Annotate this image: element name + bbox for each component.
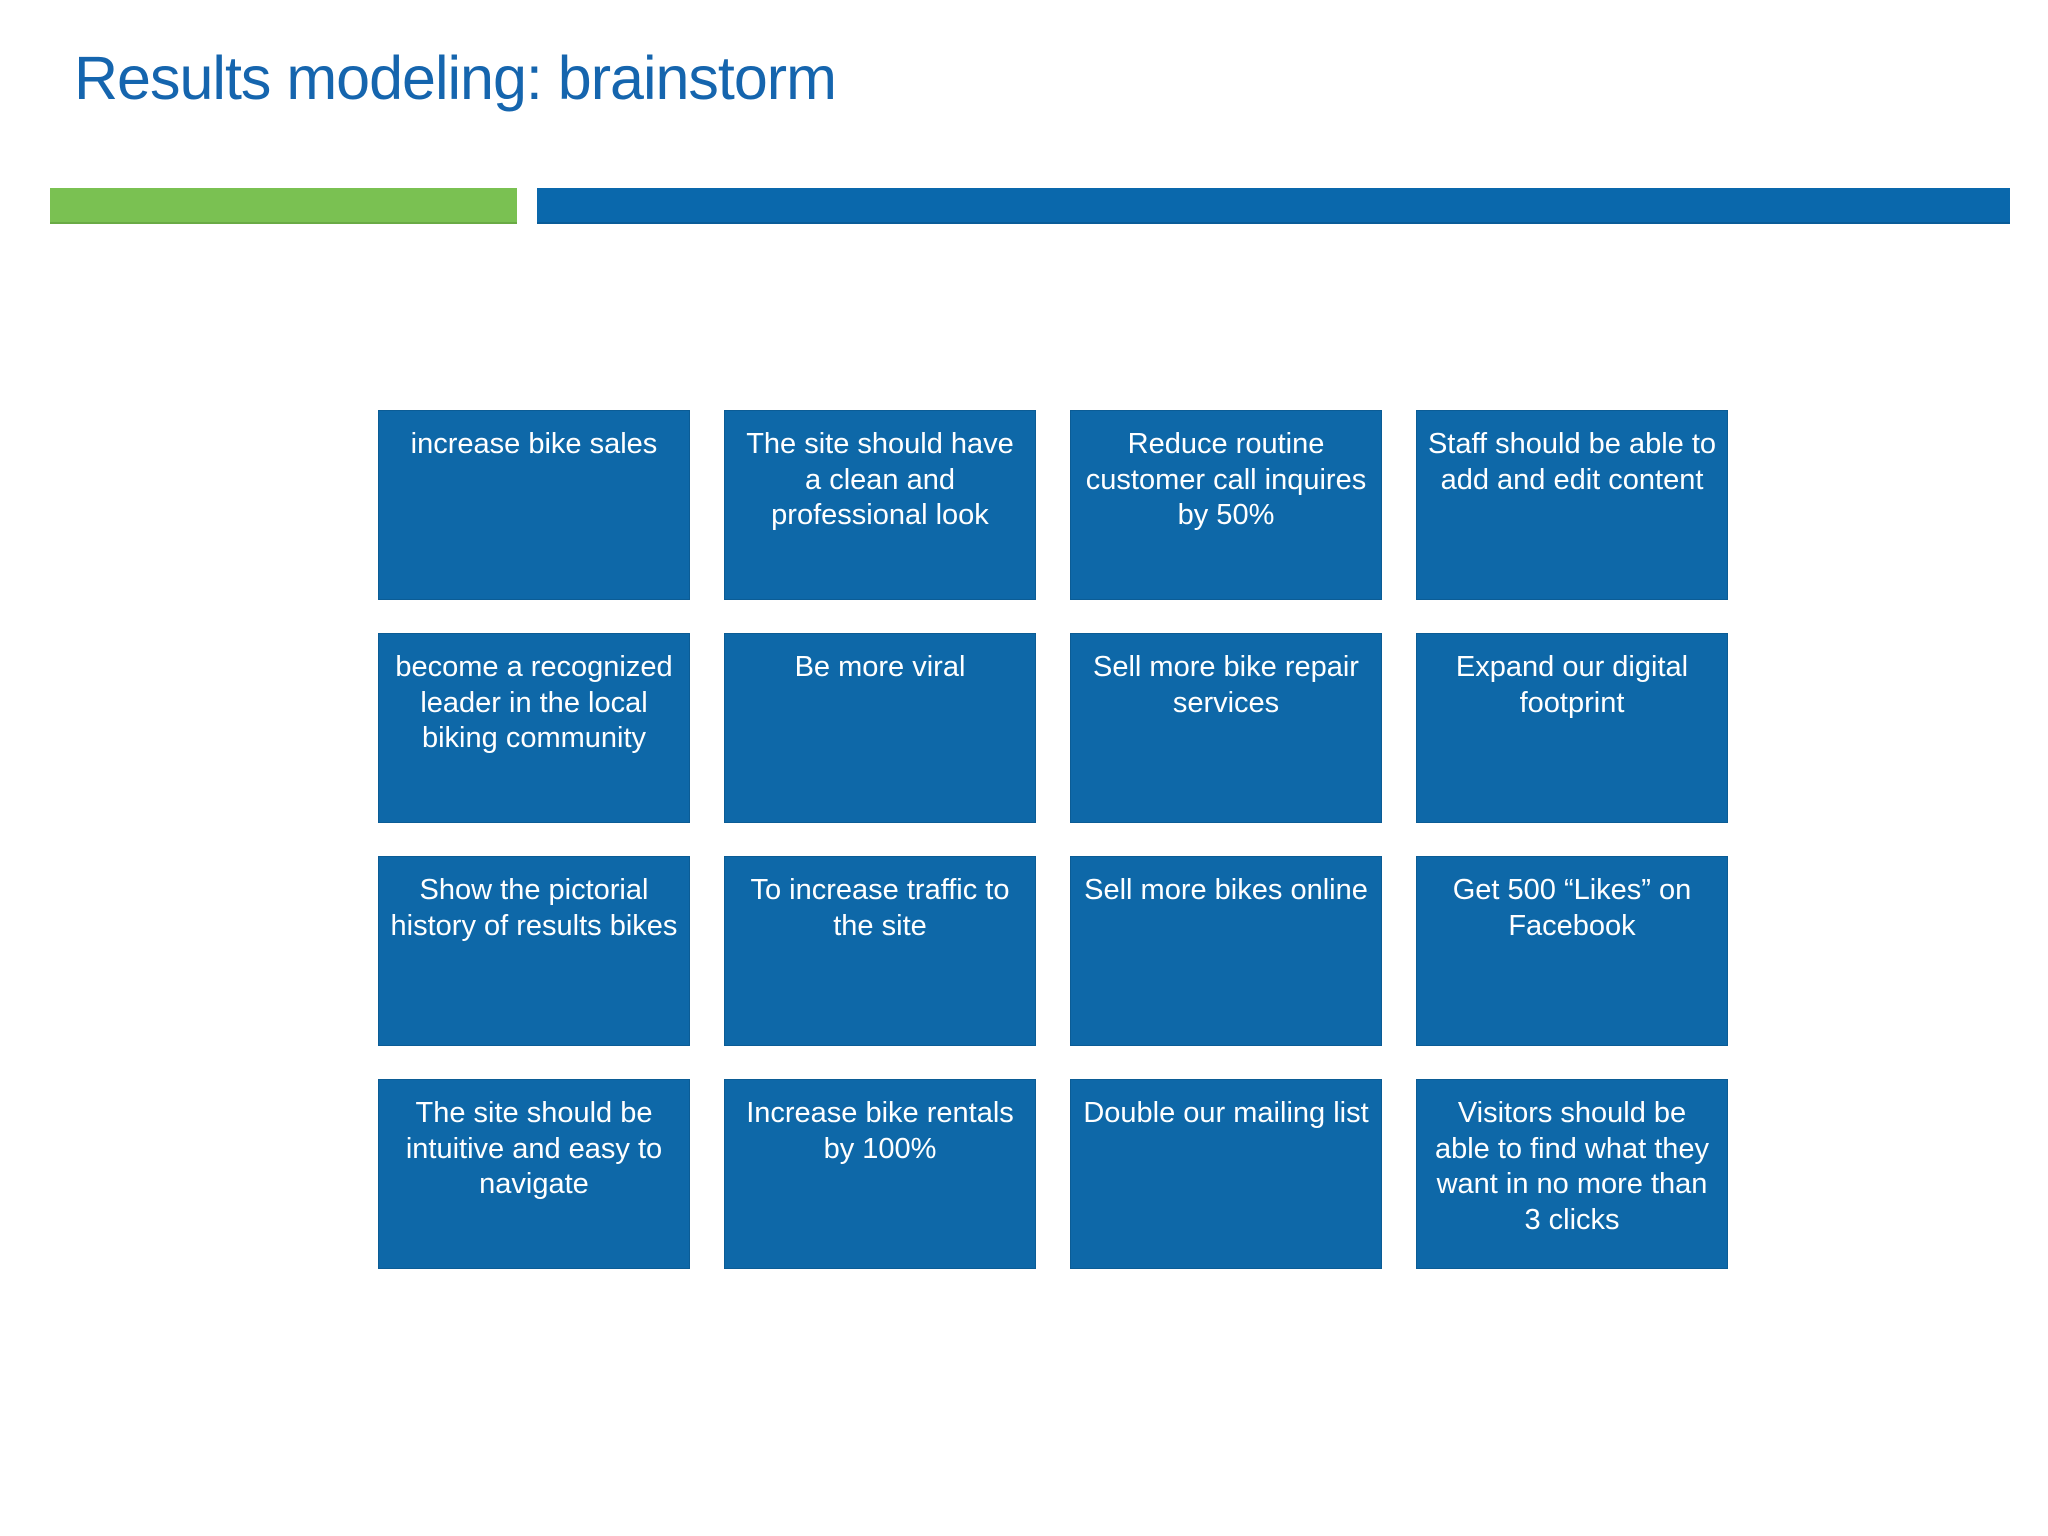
brainstorm-box-bike-rentals: Increase bike rentals by 100%	[724, 1079, 1036, 1269]
brainstorm-box-facebook-likes: Get 500 “Likes” on Facebook	[1416, 856, 1728, 1046]
brainstorm-box-increase-traffic: To increase traffic to the site	[724, 856, 1036, 1046]
brainstorm-box-be-more-viral: Be more viral	[724, 633, 1036, 823]
brainstorm-box-staff-edit-content: Staff should be able to add and edit con…	[1416, 410, 1728, 600]
brainstorm-box-digital-footprint: Expand our digital footprint	[1416, 633, 1728, 823]
brainstorm-box-recognized-leader: become a recognized leader in the local …	[378, 633, 690, 823]
accent-bar-blue	[537, 188, 2010, 224]
brainstorm-box-increase-bike-sales: increase bike sales	[378, 410, 690, 600]
brainstorm-box-reduce-call-inquires: Reduce routine customer call inquires by…	[1070, 410, 1382, 600]
accent-bar-green	[50, 188, 517, 224]
brainstorm-box-bike-repair-services: Sell more bike repair services	[1070, 633, 1382, 823]
brainstorm-box-mailing-list: Double our mailing list	[1070, 1079, 1382, 1269]
brainstorm-box-three-clicks: Visitors should be able to find what the…	[1416, 1079, 1728, 1269]
brainstorm-box-clean-professional-look: The site should have a clean and profess…	[724, 410, 1036, 600]
page-title: Results modeling: brainstorm	[74, 44, 837, 112]
brainstorm-grid: increase bike sales The site should have…	[378, 410, 1728, 1269]
brainstorm-box-pictorial-history: Show the pictorial history of results bi…	[378, 856, 690, 1046]
brainstorm-box-sell-bikes-online: Sell more bikes online	[1070, 856, 1382, 1046]
brainstorm-box-intuitive-navigation: The site should be intuitive and easy to…	[378, 1079, 690, 1269]
